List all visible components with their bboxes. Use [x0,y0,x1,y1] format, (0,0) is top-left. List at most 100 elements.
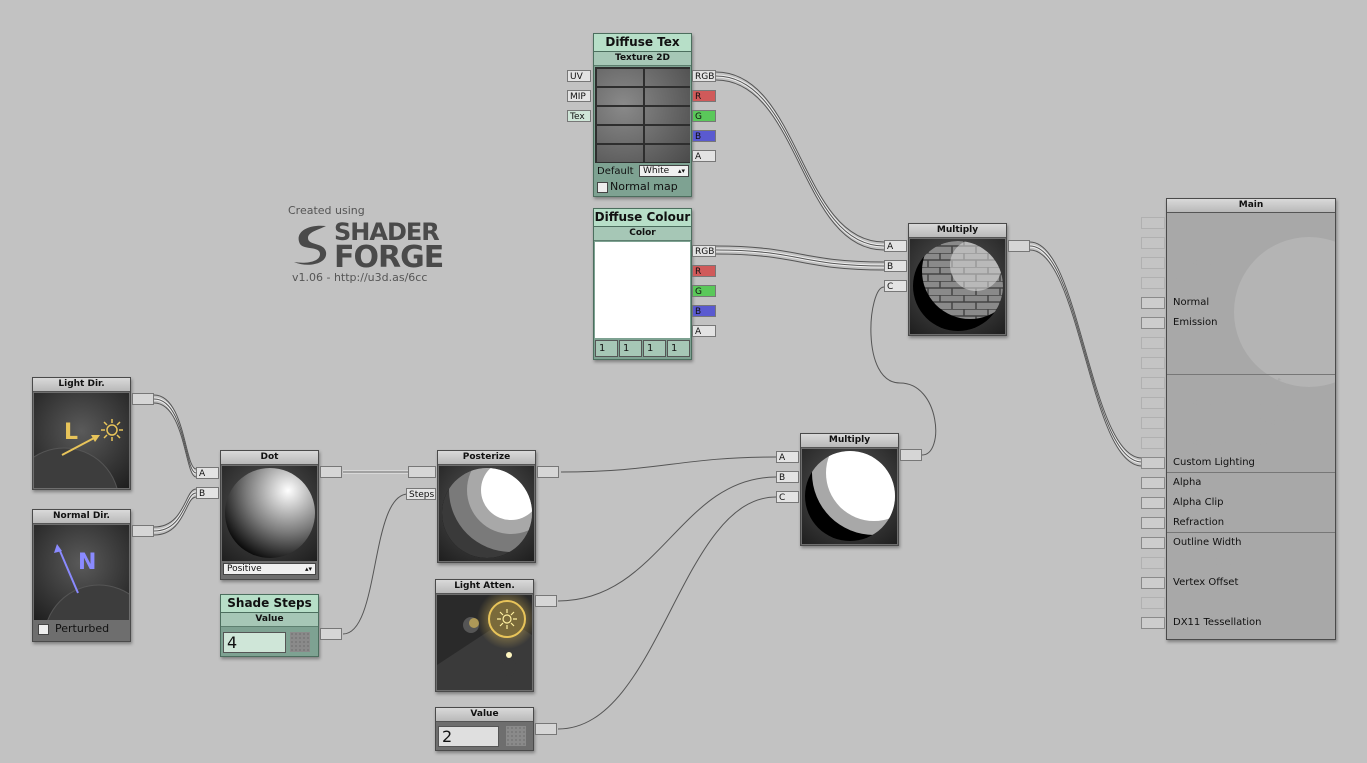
input-port-tex[interactable]: Tex [567,110,591,122]
main-input-row[interactable]: Diffuse Power [1141,234,1341,252]
main-input-port[interactable] [1141,437,1165,449]
main-input-port[interactable] [1141,617,1165,629]
diffuse-colour-node[interactable]: Diffuse Colour Color 1 1 1 1 [593,208,692,360]
main-input-row[interactable]: Transmission [1141,334,1341,352]
output-port[interactable] [1008,240,1030,252]
output-port[interactable] [320,628,342,640]
color-component-b[interactable]: 1 [643,340,666,357]
main-input-port[interactable] [1141,357,1165,369]
shade-steps-value-field[interactable]: 4 [223,632,286,653]
main-input-row[interactable]: Vertex Offset [1141,574,1341,592]
input-port-b[interactable]: B [776,471,799,483]
output-port-a[interactable]: A [692,325,716,337]
multiply-node-bottom[interactable]: Multiply [800,433,899,546]
input-port-b[interactable]: B [884,260,907,272]
created-using-label: Created using [288,204,365,217]
normal-map-checkbox[interactable] [597,182,608,193]
input-port-a[interactable]: A [196,467,219,479]
main-input-port[interactable] [1141,237,1165,249]
multiply-node-top[interactable]: Multiply [908,223,1007,336]
main-input-port[interactable] [1141,217,1165,229]
main-input-port[interactable] [1141,257,1165,269]
output-port[interactable] [900,449,922,461]
output-port-b[interactable]: B [692,305,716,317]
output-port-r[interactable]: R [692,265,716,277]
main-input-row[interactable]: Outline Width [1141,534,1341,552]
main-input-port[interactable] [1141,497,1165,509]
main-input-row[interactable]: DX11 Tessellation [1141,614,1341,632]
posterize-node[interactable]: Posterize [437,450,536,563]
main-input-row[interactable]: Light Wrapping [1141,354,1341,372]
dot-mode-dropdown[interactable]: Positive ▴▾ [223,563,316,575]
light-atten-node[interactable]: Light Atten. [435,579,537,692]
main-input-row[interactable]: DX11 Displacement [1141,594,1341,612]
drag-handle-icon[interactable] [290,632,310,652]
main-input-port[interactable] [1141,597,1165,609]
main-input-port[interactable] [1141,297,1165,309]
input-port-steps[interactable]: Steps [406,488,436,500]
output-port[interactable] [320,466,342,478]
output-port-g[interactable]: G [692,285,716,297]
output-port-rgb[interactable]: RGB [692,70,716,82]
main-input-row[interactable]: Normal [1141,294,1341,312]
color-component-r[interactable]: 1 [595,340,618,357]
main-input-port[interactable] [1141,417,1165,429]
main-input-row[interactable]: Custom Lighting [1141,454,1341,472]
input-port-mip[interactable]: MIP [567,90,591,102]
main-input-port[interactable] [1141,517,1165,529]
main-input-port[interactable] [1141,337,1165,349]
main-input-row[interactable]: Alpha [1141,474,1341,492]
input-port-b[interactable]: B [196,487,219,499]
main-input-port[interactable] [1141,277,1165,289]
main-input-row[interactable]: Gloss [1141,274,1341,292]
value-field[interactable]: 2 [438,726,499,747]
main-input-row[interactable]: Diffuse Ambient Light [1141,374,1341,392]
input-port[interactable] [408,466,436,478]
output-port[interactable] [132,393,154,405]
perturbed-checkbox[interactable] [38,624,49,635]
color-component-g[interactable]: 1 [619,340,642,357]
main-input-row[interactable]: Specular [1141,254,1341,272]
main-input-port[interactable] [1141,317,1165,329]
main-input-port[interactable] [1141,577,1165,589]
main-node[interactable]: Main [1166,198,1336,640]
input-port-uv[interactable]: UV [567,70,591,82]
value-node[interactable]: Value 2 [435,707,534,751]
output-port-a[interactable]: A [692,150,716,162]
output-port[interactable] [132,525,154,537]
shade-steps-node[interactable]: Shade Steps Value 4 [220,594,319,657]
output-port[interactable] [535,595,557,607]
default-dropdown[interactable]: White ▴▾ [639,165,689,177]
main-input-row[interactable]: Outline Color [1141,554,1341,572]
input-port-c[interactable]: C [776,491,799,503]
main-input-row[interactable]: Alpha Clip [1141,494,1341,512]
light-dir-node[interactable]: Light Dir. L [8,377,131,559]
main-input-row[interactable]: Specular Ambient Occlusion [1141,434,1341,452]
main-input-row[interactable]: Diffuse Ambient Occlusion [1141,414,1341,432]
main-input-row[interactable]: Refraction [1141,514,1341,532]
input-port-c[interactable]: C [884,280,907,292]
drag-handle-icon[interactable] [506,726,526,746]
main-input-port[interactable] [1141,457,1165,469]
normal-dir-node[interactable]: Normal Dir. N Perturbed [32,509,155,696]
color-component-a[interactable]: 1 [667,340,690,357]
input-port-a[interactable]: A [776,451,799,463]
main-input-port[interactable] [1141,537,1165,549]
main-input-row[interactable]: Emission [1141,314,1341,332]
dot-node[interactable]: Dot Positive ▴▾ [220,450,319,580]
main-input-port[interactable] [1141,377,1165,389]
output-port-r[interactable]: R [692,90,716,102]
input-port-a[interactable]: A [884,240,907,252]
output-port-rgb[interactable]: RGB [692,245,716,257]
diffuse-tex-node[interactable]: Diffuse Tex Texture 2D Default White ▴▾ … [593,33,692,197]
output-port-b[interactable]: B [692,130,716,142]
main-input-row[interactable]: Specular Ambient Light [1141,394,1341,412]
main-input-port[interactable] [1141,557,1165,569]
normal-dir-preview: N [34,525,155,696]
output-port[interactable] [537,466,559,478]
output-port-g[interactable]: G [692,110,716,122]
main-input-row[interactable]: Diffuse [1141,214,1341,232]
main-input-port[interactable] [1141,397,1165,409]
main-input-port[interactable] [1141,477,1165,489]
output-port[interactable] [535,723,557,735]
